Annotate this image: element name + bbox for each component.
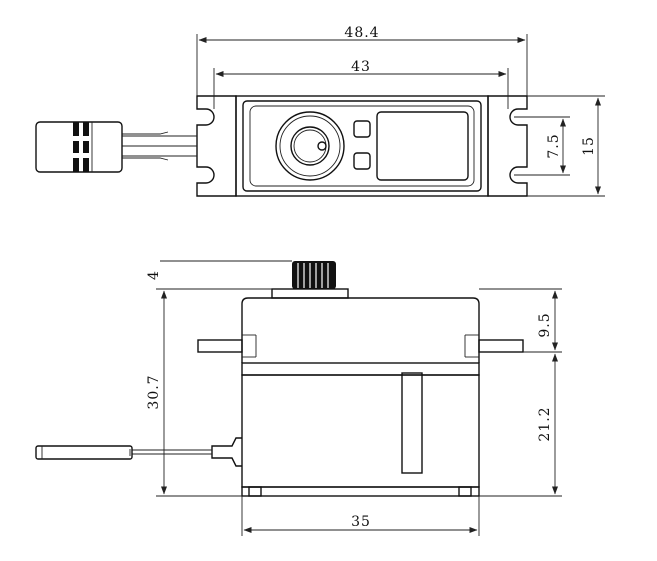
top-label-window bbox=[376, 111, 469, 181]
side-top-cap bbox=[271, 288, 349, 299]
side-bottom-plate bbox=[241, 486, 480, 497]
top-view-case-inner bbox=[249, 105, 475, 187]
dim-overall-depth: 15 bbox=[527, 95, 605, 197]
dim-total-height-label: 30.7 bbox=[146, 374, 162, 409]
top-small-pad-1 bbox=[353, 120, 371, 138]
dim-lower-height-label: 21.2 bbox=[537, 406, 553, 441]
side-label-slot bbox=[401, 372, 423, 474]
side-middle-case bbox=[241, 362, 480, 376]
dim-overall-depth-label: 15 bbox=[581, 136, 597, 156]
dim-hole-spacing: 7.5 bbox=[514, 116, 570, 176]
dim-mount-spacing: 43 bbox=[213, 59, 509, 109]
dim-hole-spacing-label: 7.5 bbox=[546, 133, 562, 158]
dim-mount-spacing-label: 43 bbox=[351, 59, 371, 75]
side-connector bbox=[35, 445, 133, 460]
top-view-cable bbox=[122, 131, 197, 161]
dim-upper-height: 9.5 bbox=[479, 288, 562, 353]
side-spline bbox=[292, 261, 336, 289]
dim-case-length: 35 bbox=[241, 496, 480, 536]
output-spline-inner bbox=[293, 129, 327, 163]
top-small-pad-2 bbox=[353, 152, 371, 170]
side-cable-grommet bbox=[211, 437, 242, 467]
top-view-flange bbox=[196, 95, 237, 197]
dim-lower-height: 21.2 bbox=[479, 353, 562, 497]
dim-spline-height: 4 bbox=[146, 260, 292, 290]
dim-overall-width: 48.4 bbox=[196, 25, 528, 96]
top-view: 48.4 43 15 7.5 bbox=[35, 25, 605, 197]
dim-total-height: 30.7 bbox=[146, 288, 242, 497]
output-gear-ring bbox=[279, 115, 341, 177]
dim-upper-height-label: 9.5 bbox=[537, 312, 553, 337]
side-tab-right bbox=[478, 339, 524, 353]
dim-overall-width-label: 48.4 bbox=[344, 25, 379, 41]
output-screw bbox=[317, 141, 327, 151]
output-spline bbox=[290, 126, 330, 166]
top-view-body bbox=[235, 95, 489, 197]
side-view: 4 30.7 9.5 21.2 35 bbox=[35, 260, 562, 536]
top-view-case-top bbox=[242, 100, 482, 192]
side-tab-left bbox=[197, 339, 243, 353]
top-view-flange-right bbox=[487, 95, 528, 197]
dim-spline-height-label: 4 bbox=[146, 270, 162, 280]
top-view-connector bbox=[35, 121, 123, 173]
dim-case-length-label: 35 bbox=[351, 514, 371, 530]
side-lower-case bbox=[241, 374, 480, 488]
side-upper-case bbox=[241, 297, 480, 363]
output-gear-outer bbox=[275, 111, 345, 181]
